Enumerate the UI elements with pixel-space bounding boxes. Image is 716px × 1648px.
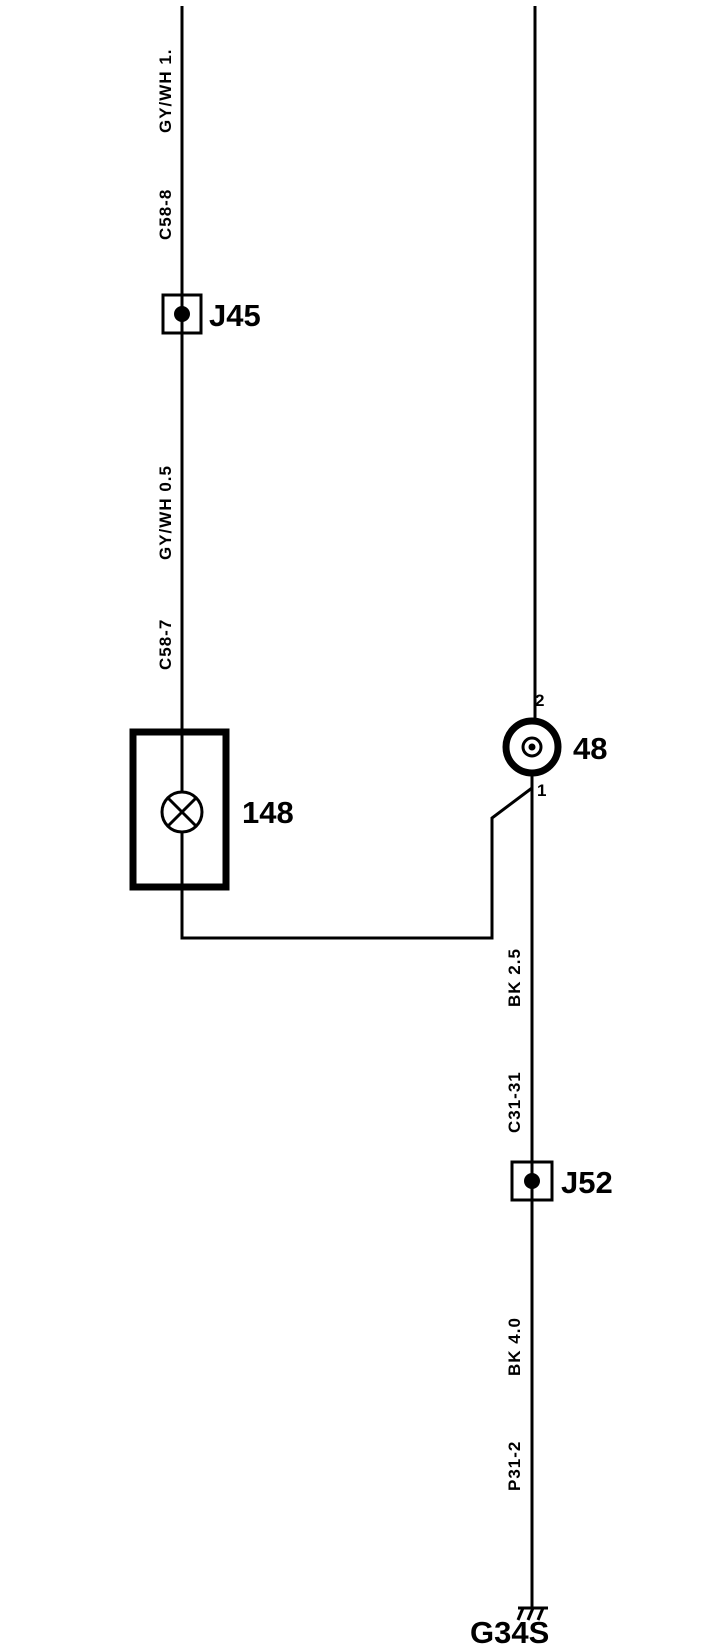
wire-label-c58-7: C58-7 (156, 619, 175, 670)
component-48-dot (528, 743, 536, 751)
ground-icon (516, 1606, 548, 1621)
lamp-148-box (129, 728, 230, 891)
splice-j52 (510, 1160, 554, 1202)
ground-tick-1 (516, 1607, 525, 1621)
splice-j45 (161, 293, 203, 335)
wire-label-c31-31: C31-31 (505, 1071, 524, 1133)
ground-g34s-label: G34S (470, 1615, 549, 1648)
wire-label-p31-2: P31-2 (505, 1441, 524, 1491)
wire-label-bk-40: BK 4.0 (505, 1317, 524, 1376)
component-48 (502, 717, 562, 777)
ground-tick-3 (536, 1607, 545, 1621)
wire-label-c58-8: C58-8 (156, 189, 175, 240)
wire-label-gywh-05: GY/WH 0.5 (156, 465, 175, 560)
splice-j52-label: J52 (561, 1165, 613, 1200)
component-48-pin-2: 2 (535, 691, 544, 710)
ground-tick-2 (526, 1607, 535, 1621)
lamp-148-label: 148 (242, 795, 294, 830)
lamp-icon-cross-b (166, 796, 198, 828)
component-48-pin-1: 1 (537, 781, 546, 800)
wire-label-bk-25: BK 2.5 (505, 948, 524, 1007)
lamp-148 (129, 728, 230, 891)
wire-label-gywh-1: GY/WH 1. (156, 48, 175, 133)
wire-lamp-to-48 (180, 786, 533, 940)
splice-j45-label: J45 (209, 298, 261, 333)
component-48-label: 48 (573, 731, 607, 766)
